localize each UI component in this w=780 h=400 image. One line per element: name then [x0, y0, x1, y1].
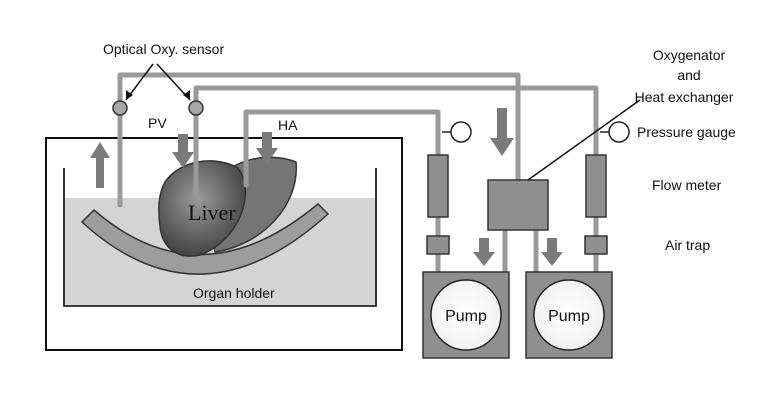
label-flow-meter: Flow meter — [652, 177, 722, 193]
oxygenator-pointer — [527, 99, 641, 181]
label-liver: Liver — [188, 200, 236, 225]
oxygenator-heat-exchanger — [487, 179, 549, 231]
air-trap-right — [584, 235, 608, 255]
pressure-gauge-left — [450, 121, 472, 143]
liver-front-lobe — [158, 160, 247, 257]
air-trap-left — [426, 235, 450, 255]
label-oxygenator-2: and — [677, 67, 700, 83]
pressure-gauge-right — [608, 121, 630, 143]
flow-meter-left — [427, 154, 449, 218]
oxy-sensor-right — [188, 100, 204, 116]
label-pressure-gauge: Pressure gauge — [637, 124, 736, 140]
pump-right-rotor — [533, 279, 605, 351]
pump-left-rotor — [430, 279, 502, 351]
flow-arrow-down-return — [490, 108, 514, 156]
flow-arrow-down-left-pump — [473, 238, 495, 266]
label-ha: HA — [278, 117, 298, 133]
label-organ-holder: Organ holder — [193, 285, 275, 301]
sensor-pointer-left-head — [126, 90, 133, 100]
oxy-sensor-left — [112, 100, 128, 116]
label-pump-right: Pump — [548, 308, 590, 325]
label-air-trap: Air trap — [665, 237, 710, 253]
label-oxygenator-1: Oxygenator — [653, 47, 726, 63]
flow-arrow-up-outflow — [90, 142, 110, 188]
organ-holder — [80, 202, 330, 275]
label-optical-sensor: Optical Oxy. sensor — [103, 41, 224, 57]
label-pump-left: Pump — [445, 308, 487, 325]
bath-walls — [63, 168, 377, 307]
tube-ha-line — [243, 109, 441, 188]
label-pv: PV — [148, 115, 167, 131]
sensor-pointer-right-head — [183, 90, 190, 100]
tube-outer-loop — [117, 72, 521, 208]
flow-arrow-down-ha — [256, 132, 278, 164]
tube-pv-line — [193, 85, 599, 198]
label-oxygenator-3: Heat exchanger — [635, 89, 734, 105]
flow-arrow-down-right-pump — [541, 238, 563, 266]
flow-meter-right — [585, 154, 607, 218]
flow-arrow-down-pv — [172, 134, 194, 168]
